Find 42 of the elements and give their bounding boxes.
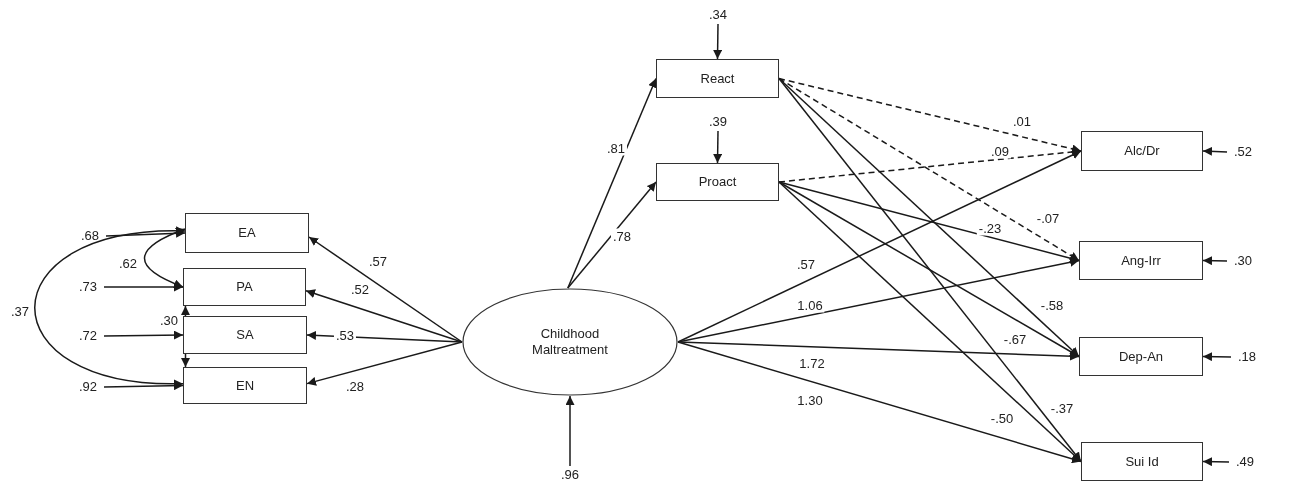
arrow xyxy=(305,289,463,343)
variable-box: Sui Id xyxy=(1081,442,1203,481)
latent-variable-ellipse: Childhood Maltreatment xyxy=(462,288,678,396)
variable-box: EA xyxy=(185,213,309,253)
arrow xyxy=(103,330,184,340)
arrow xyxy=(567,77,657,289)
edge-label: .78 xyxy=(610,228,634,244)
variable-box: React xyxy=(656,59,779,98)
error-variance-value: .34 xyxy=(702,6,734,24)
arrow xyxy=(306,330,463,343)
error-variance-value: .18 xyxy=(1231,348,1263,366)
variable-box: Dep-An xyxy=(1079,337,1203,376)
arrow xyxy=(308,236,463,343)
arrow xyxy=(713,130,723,164)
arrow xyxy=(567,181,657,289)
variable-box: PA xyxy=(183,268,306,306)
arrow xyxy=(1202,352,1232,362)
error-variance-value: .92 xyxy=(72,378,104,396)
error-variance-value: .72 xyxy=(72,327,104,345)
error-variance-value: .52 xyxy=(1227,143,1259,161)
error-variance-value: .73 xyxy=(72,278,104,296)
variable-box: SA xyxy=(183,316,307,354)
arrow xyxy=(1202,256,1228,266)
error-variance-value: .39 xyxy=(702,113,734,131)
arrow xyxy=(565,395,575,467)
arrow xyxy=(1202,146,1228,156)
dashed-arrow xyxy=(778,77,1080,262)
error-variance-value: .30 xyxy=(1227,252,1259,270)
arrow xyxy=(677,341,1082,464)
arrow xyxy=(713,23,723,60)
arrow xyxy=(1202,457,1230,467)
arrow xyxy=(306,341,463,386)
variable-box: EN xyxy=(183,367,307,404)
error-variance-value: .68 xyxy=(74,227,106,245)
double-headed-arrow xyxy=(143,228,186,288)
variable-box: Alc/Dr xyxy=(1081,131,1203,171)
variable-box: Proact xyxy=(656,163,779,201)
error-variance-value: .96 xyxy=(554,466,586,484)
error-variance-value: .49 xyxy=(1229,453,1261,471)
arrow xyxy=(677,150,1082,343)
variable-box: Ang-Irr xyxy=(1079,241,1203,280)
double-headed-arrow xyxy=(34,226,186,388)
